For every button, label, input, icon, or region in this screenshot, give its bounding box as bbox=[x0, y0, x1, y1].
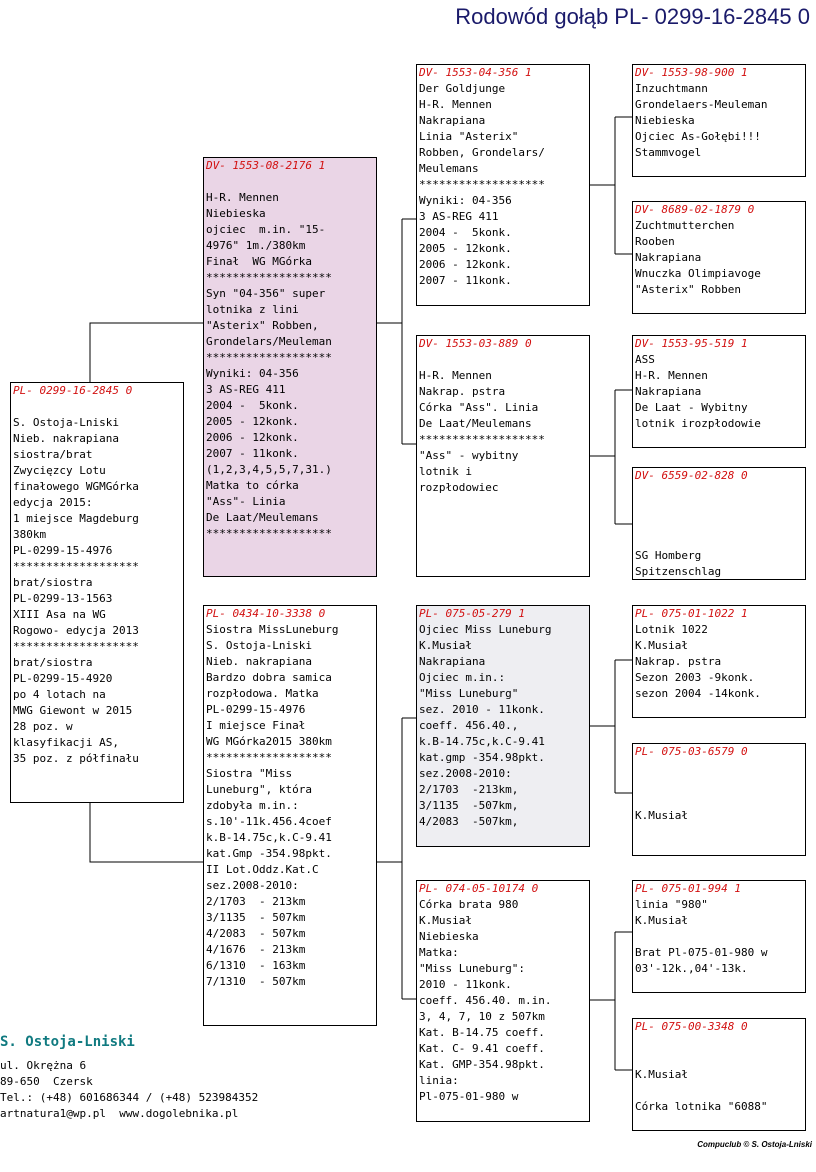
mother-ring-number: PL- 0434-10-3338 0 bbox=[206, 607, 326, 620]
owner-name: S. Ostoja-Lniski bbox=[0, 1034, 135, 1050]
maternal-grandfather-description: Ojciec Miss Luneburg K.Musiał Nakrapiana… bbox=[419, 623, 552, 828]
great-grandparent-description-ffm: Zuchtmutterchen Rooben Nakrapiana Wnuczk… bbox=[635, 219, 761, 296]
great-grandparent-card-ffm: DV- 8689-02-1879 0 Zuchtmutterchen Roobe… bbox=[632, 201, 806, 314]
great-grandparent-card-mmf: PL- 075-01-994 1 linia "980" K.Musiał Br… bbox=[632, 880, 806, 993]
great-grandparent-ring-number-fmm: DV- 6559-02-828 0 bbox=[635, 469, 748, 482]
great-grandparent-card-fmm: DV- 6559-02-828 0 SG Homberg Spitzenschl… bbox=[632, 467, 806, 580]
maternal-grandfather-card: PL- 075-05-279 1 Ojciec Miss Luneburg K.… bbox=[416, 605, 590, 847]
great-grandparent-card-fmf: DV- 1553-95-519 1 ASS H-R. Mennen Nakrap… bbox=[632, 335, 806, 448]
great-grandparent-ring-number-mff: PL- 075-01-1022 1 bbox=[635, 607, 748, 620]
paternal-grandfather-ring-number: DV- 1553-04-356 1 bbox=[419, 66, 532, 79]
great-grandparent-ring-number-mfm: PL- 075-03-6579 0 bbox=[635, 745, 748, 758]
paternal-grandmother-description: H-R. Mennen Nakrap. pstra Córka "Ass". L… bbox=[419, 369, 545, 494]
maternal-grandmother-ring-number: PL- 074-05-10174 0 bbox=[419, 882, 539, 895]
paternal-grandfather-card: DV- 1553-04-356 1 Der Goldjunge H-R. Men… bbox=[416, 64, 590, 306]
connector-subject-father bbox=[89, 322, 204, 382]
subject-ring-number: PL- 0299-16-2845 0 bbox=[13, 384, 133, 397]
great-grandparent-card-fff: DV- 1553-98-900 1 Inzuchtmann Grondelaer… bbox=[632, 64, 806, 177]
great-grandparent-description-fmm: SG Homberg Spitzenschlag bbox=[635, 549, 722, 578]
page-title: Rodowód gołąb PL- 0299-16-2845 0 bbox=[455, 4, 810, 29]
maternal-grandmother-card: PL- 074-05-10174 0 Córka brata 980 K.Mus… bbox=[416, 880, 590, 1122]
paternal-grandfather-description: Der Goldjunge H-R. Mennen Nakrapiana Lin… bbox=[419, 82, 545, 287]
father-description: H-R. Mennen Niebieska ojciec m.in. "15- … bbox=[206, 191, 332, 540]
great-grandparent-ring-number-mmm: PL- 075-00-3348 0 bbox=[635, 1020, 748, 1033]
owner-street: ul. Okrężna 6 bbox=[0, 1059, 87, 1072]
great-grandparent-card-mff: PL- 075-01-1022 1 Lotnik 1022 K.Musiał N… bbox=[632, 605, 806, 718]
paternal-grandmother-ring-number: DV- 1553-03-889 0 bbox=[419, 337, 532, 350]
great-grandparent-card-mmm: PL- 075-00-3348 0 K.Musiał Córka lotnika… bbox=[632, 1018, 806, 1131]
connector-subject-mother bbox=[89, 802, 204, 863]
maternal-grandmother-description: Córka brata 980 K.Musiał Niebieska Matka… bbox=[419, 898, 552, 1103]
footer-credit: Compuclub © S. Ostoja-Lniski bbox=[697, 1140, 812, 1149]
great-grandparent-description-mff: Lotnik 1022 K.Musiał Nakrap. pstra Sezon… bbox=[635, 623, 761, 700]
great-grandparent-card-mfm: PL- 075-03-6579 0 K.Musiał bbox=[632, 743, 806, 856]
great-grandparent-ring-number-mmf: PL- 075-01-994 1 bbox=[635, 882, 741, 895]
great-grandparent-ring-number-ffm: DV- 8689-02-1879 0 bbox=[635, 203, 755, 216]
great-grandparent-description-mmf: linia "980" K.Musiał Brat Pl-075-01-980 … bbox=[635, 898, 768, 975]
great-grandparent-description-mfm: K.Musiał bbox=[635, 809, 688, 822]
great-grandparent-description-mmm: K.Musiał Córka lotnika "6088" bbox=[635, 1068, 768, 1113]
mother-card: PL- 0434-10-3338 0 Siostra MissLuneburg … bbox=[203, 605, 377, 1026]
subject-pigeon-card: PL- 0299-16-2845 0 S. Ostoja-Lniski Nieb… bbox=[10, 382, 184, 803]
subject-description: S. Ostoja-Lniski Nieb. nakrapiana siostr… bbox=[13, 416, 139, 765]
owner-city: 89-650 Czersk bbox=[0, 1075, 93, 1088]
great-grandparent-description-fmf: ASS H-R. Mennen Nakrapiana De Laat - Wyb… bbox=[635, 353, 761, 430]
owner-phone: Tel.: (+48) 601686344 / (+48) 523984352 bbox=[0, 1091, 259, 1104]
maternal-grandfather-ring-number: PL- 075-05-279 1 bbox=[419, 607, 525, 620]
owner-contact: artnatura1@wp.pl www.dogolebnika.pl bbox=[0, 1107, 239, 1120]
paternal-grandmother-card: DV- 1553-03-889 0 H-R. Mennen Nakrap. ps… bbox=[416, 335, 590, 577]
great-grandparent-ring-number-fff: DV- 1553-98-900 1 bbox=[635, 66, 748, 79]
father-ring-number: DV- 1553-08-2176 1 bbox=[206, 159, 326, 172]
great-grandparent-description-fff: Inzuchtmann Grondelaers-Meuleman Niebies… bbox=[635, 82, 768, 159]
mother-description: Siostra MissLuneburg S. Ostoja-Lniski Ni… bbox=[206, 623, 339, 988]
great-grandparent-ring-number-fmf: DV- 1553-95-519 1 bbox=[635, 337, 748, 350]
father-card: DV- 1553-08-2176 1 H-R. Mennen Niebieska… bbox=[203, 157, 377, 577]
